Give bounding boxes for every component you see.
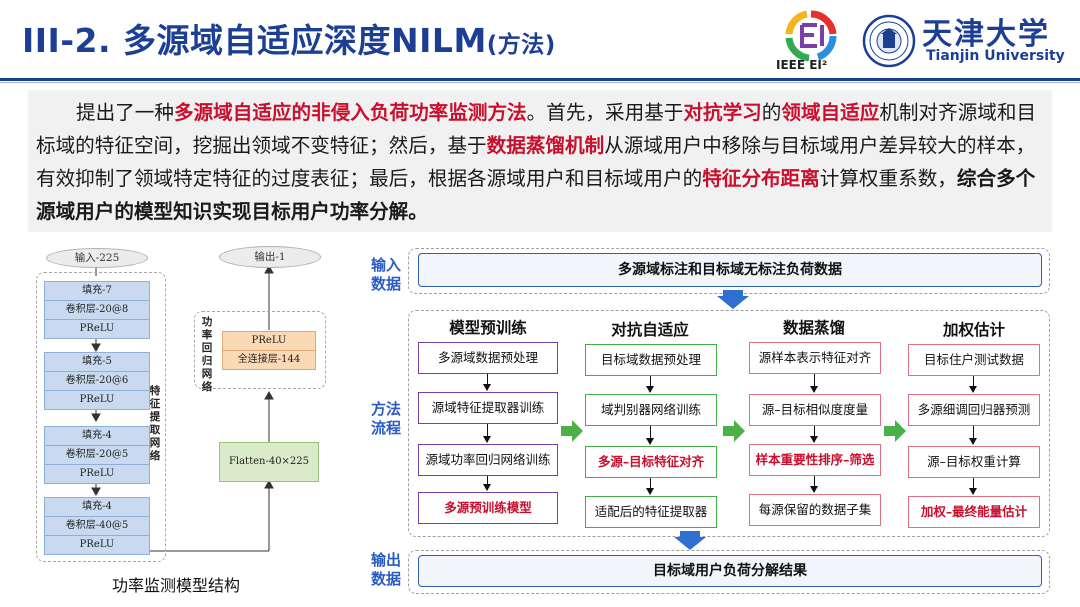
flow-step-result: 多源预训练模型	[418, 492, 558, 524]
flow-arrow	[646, 376, 654, 393]
power-regression-label: 功率回归网络	[201, 316, 213, 393]
flow-step: 多源域数据预处理	[418, 342, 558, 374]
flow-step: 目标住户测试数据	[908, 344, 1040, 376]
input-data-label: 输入数据	[370, 256, 401, 293]
power-regression-group	[194, 311, 326, 389]
intro-highlight: 特征分布距离	[702, 167, 820, 190]
page-title-suffix: (方法)	[486, 32, 556, 58]
header-divider	[0, 78, 1080, 81]
ieee-ei2-logo: IEEE EI²	[774, 10, 848, 76]
model-layer: 卷积层-20@5	[44, 445, 150, 465]
column-title-distill: 数据蒸馏	[782, 319, 845, 337]
column-title-pretrain: 模型预训练	[449, 319, 527, 337]
intro-panel	[28, 90, 1052, 232]
flow-arrow	[810, 476, 818, 493]
model-layer: PReLU	[44, 535, 150, 555]
intro-segment: 从源域用户中移除与目标域用户差异较大的样本，有效抑制了领域特定特征的过度表征；最…	[36, 134, 1036, 190]
model-input-node: 输入-225	[46, 248, 148, 268]
flow-step: 多源细调回归器预测	[908, 394, 1040, 426]
model-layer: 卷积层-20@6	[44, 371, 150, 391]
flow-step-result: 加权–最终能量估计	[908, 496, 1040, 528]
university-name-cn: 天津大学	[922, 17, 1050, 52]
university-name-en: Tianjin University	[926, 48, 1065, 64]
output-data-label: 输出数据	[370, 551, 401, 588]
flow-step: 域判别器网络训练	[585, 394, 717, 426]
flow-step-result: 每源保留的数据子集	[749, 494, 881, 526]
flow-step-key: 样本重要性排序–筛选	[749, 444, 881, 476]
method-flow-frame	[408, 310, 1050, 537]
intro-conclusion: 综合多个源域用户的模型知识实现目标用户功率分解。	[36, 167, 1036, 223]
flow-step: 源域特征提取器训练	[418, 392, 558, 424]
method-flow-label: 方法流程	[370, 400, 401, 437]
feature-extractor-label: 特征提取网络	[149, 385, 161, 462]
output-data-box: 目标域用户负荷分解结果	[418, 555, 1042, 587]
flow-step: 源域功率回归网络训练	[418, 444, 558, 476]
intro-segment: 的	[761, 101, 782, 124]
right-arrow-icon	[884, 420, 906, 442]
input-data-box: 多源域标注和目标域无标注负荷数据	[418, 253, 1042, 287]
column-title-weighted: 加权估计	[942, 321, 1005, 339]
model-structure-diagram: 输入-225 特征提取网络 填充-7 卷积层-20@8 PReLU 填充-5 卷…	[26, 238, 356, 568]
column-title-adversarial: 对抗自适应	[611, 321, 689, 339]
flow-arrow	[646, 426, 654, 445]
output-data-frame	[408, 550, 1050, 594]
flow-step: 源–目标权重计算	[908, 446, 1040, 478]
flow-arrow	[483, 424, 491, 443]
intro-paragraph: 提出了一种多源域自适应的非侵入负荷功率监测方法。首先，采用基于对抗学习的领域自适…	[36, 96, 1048, 228]
flow-step: 目标域数据预处理	[585, 344, 717, 376]
model-caption: 功率监测模型结构	[112, 576, 241, 595]
down-arrow-icon	[674, 531, 706, 550]
regression-layer: PReLU	[222, 331, 316, 351]
model-layer: 卷积层-40@5	[44, 516, 150, 536]
intro-highlight: 对抗学习	[683, 101, 762, 124]
flow-step-key: 多源–目标特征对齐	[585, 446, 717, 478]
model-layer: PReLU	[44, 390, 150, 410]
university-seal-icon	[862, 14, 916, 68]
model-layer: 填充-4	[44, 426, 150, 446]
flow-arrow	[969, 376, 977, 393]
flow-arrow	[969, 478, 977, 495]
flow-arrow	[810, 426, 818, 443]
flow-arrow	[483, 374, 491, 391]
flow-arrow	[646, 478, 654, 495]
page-title: III-2. 多源域自适应深度NILM(方法)	[22, 21, 556, 60]
flow-step-result: 适配后的特征提取器	[585, 496, 717, 528]
model-output-node: 输出-1	[219, 246, 321, 268]
flow-step: 源样本表示特征对齐	[749, 342, 881, 374]
down-arrow-icon	[717, 290, 749, 309]
ieee-ei2-label: IEEE EI²	[776, 58, 828, 72]
feature-extractor-group	[36, 272, 166, 562]
intro-segment: 提出了一种	[76, 101, 174, 124]
model-layer: PReLU	[44, 464, 150, 484]
flatten-layer: Flatten-40×225	[219, 442, 319, 482]
intro-highlight: 多源域自适应的非侵入负荷功率监测方法	[173, 101, 527, 124]
ieee-logo-icon	[785, 10, 837, 62]
model-layer: PReLU	[44, 319, 150, 339]
model-layer: 填充-4	[44, 497, 150, 517]
intro-highlight: 数据蒸馏机制	[486, 134, 605, 157]
intro-segment: 机制对齐源域和目标域的特征空间，挖掘出领域不变特征；然后，基于	[36, 101, 1037, 157]
intro-segment: 计算权重系数，	[819, 167, 957, 190]
regression-layer: 全连接层-144	[222, 350, 316, 370]
header-divider-thin	[0, 82, 1080, 83]
flow-step: 源–目标相似度度量	[749, 394, 881, 426]
model-layer: 填充-7	[44, 281, 150, 301]
model-layer: 卷积层-20@8	[44, 300, 150, 320]
model-connectors	[91, 264, 274, 552]
flow-arrow	[483, 476, 491, 491]
right-arrow-icon	[723, 420, 745, 442]
flow-arrow	[969, 426, 977, 445]
flow-arrow	[810, 374, 818, 393]
model-layer: 填充-5	[44, 352, 150, 372]
intro-segment: 。首先，采用基于	[526, 101, 684, 124]
intro-highlight: 领域自适应	[781, 101, 880, 124]
right-arrow-icon	[561, 420, 583, 442]
